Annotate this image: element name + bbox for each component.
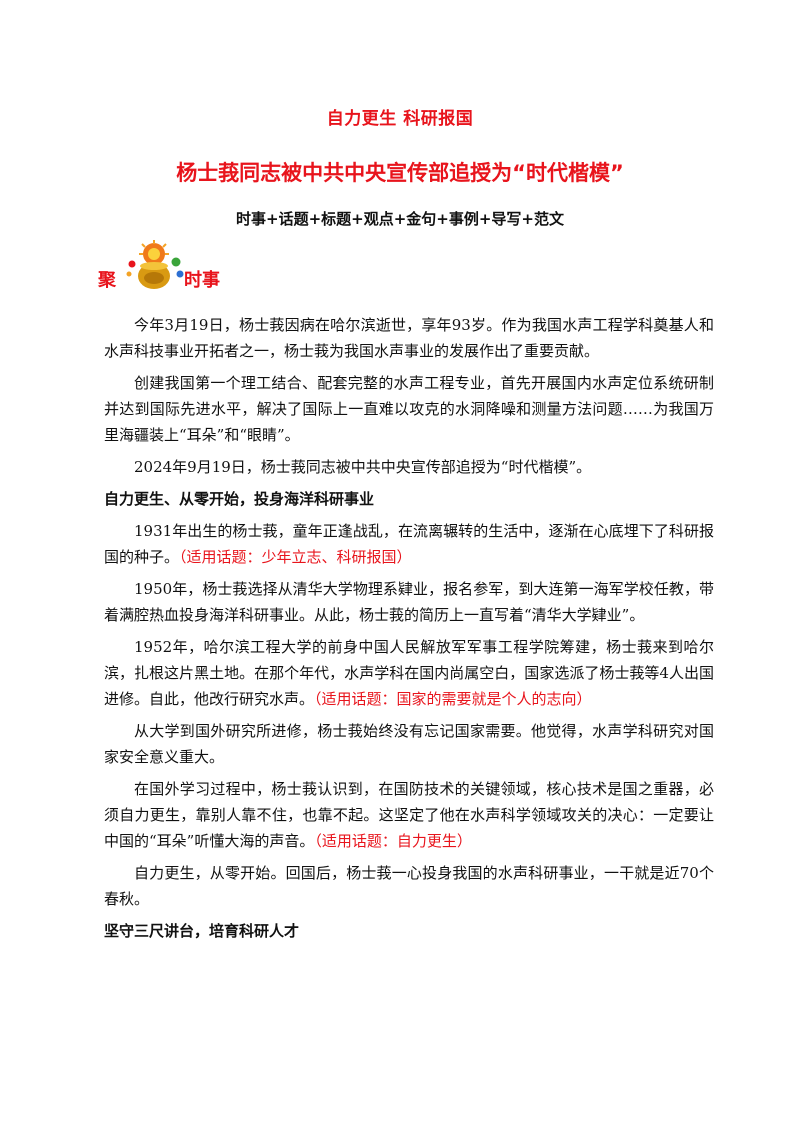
article-title: 杨士莪同志被中共中央宣传部追授为“时代楷模”	[176, 161, 624, 185]
paragraph: 自力更生，从零开始。回国后，杨士莪一心投身我国的水声科研事业，一干就是近70个春…	[104, 860, 714, 912]
paragraph-text: 1952年，哈尔滨工程大学的前身中国人民解放军军事工程学院筹建，杨士莪来到哈尔滨…	[104, 638, 714, 708]
paragraph-text: 1950年，杨士莪选择从清华大学物理系肄业，报名参军，到大连第一海军学校任教，带…	[104, 580, 714, 624]
paragraph: 创建我国第一个理工结合、配套完整的水声工程专业，首先开展国内水声定位系统研制并达…	[104, 370, 714, 448]
topic-note: （适用话题：少年立志、科研报国）	[179, 548, 412, 566]
paragraph: 2024年9月19日，杨士莪同志被中共中央宣传部追授为“时代楷模”。	[104, 454, 714, 480]
golden-pot-icon	[126, 240, 184, 289]
topic-note: （适用话题：自力更生）	[314, 832, 472, 850]
paragraph: 从大学到国外研究所进修，杨士莪始终没有忘记国家需要。他觉得，水声学科研究对国家安…	[104, 718, 714, 770]
paragraph: 今年3月19日，杨士莪因病在哈尔滨逝世，享年93岁。作为我国水声工程学科奠基人和…	[104, 312, 714, 364]
topic-note: （适用话题：国家的需要就是个人的志向）	[314, 690, 592, 708]
paragraph: 1950年，杨士莪选择从清华大学物理系肄业，报名参军，到大连第一海军学校任教，带…	[104, 576, 714, 628]
section-heading-char: 聚	[98, 270, 116, 291]
paragraph: 在国外学习过程中，杨士莪认识到，在国防技术的关键领域，核心技术是国之重器，必须自…	[104, 776, 714, 854]
paragraph: 1952年，哈尔滨工程大学的前身中国人民解放军军事工程学院筹建，杨士莪来到哈尔滨…	[104, 634, 714, 712]
section-heading-label: 时事	[184, 270, 220, 291]
article-subtitle: 时事+话题+标题+观点+金句+事例+导写+范文	[236, 210, 564, 228]
section-heading: 聚 时事	[98, 240, 298, 300]
header-title: 自力更生 科研报国	[326, 109, 474, 129]
subheading: 坚守三尺讲台，培育科研人才	[104, 922, 300, 940]
paragraph: 1931年出生的杨士莪，童年正逢战乱，在流离辗转的生活中，逐渐在心底埋下了科研报…	[104, 518, 714, 570]
subheading: 自力更生、从零开始，投身海洋科研事业	[104, 490, 375, 508]
paragraph-text: 1931年出生的杨士莪，童年正逢战乱，在流离辗转的生活中，逐渐在心底埋下了科研报…	[104, 522, 714, 566]
paragraph-text: 从大学到国外研究所进修，杨士莪始终没有忘记国家需要。他觉得，水声学科研究对国家安…	[104, 722, 714, 766]
paragraph-text: 在国外学习过程中，杨士莪认识到，在国防技术的关键领域，核心技术是国之重器，必须自…	[104, 780, 714, 850]
paragraph-text: 今年3月19日，杨士莪因病在哈尔滨逝世，享年93岁。作为我国水声工程学科奠基人和…	[104, 316, 714, 360]
paragraph-text: 创建我国第一个理工结合、配套完整的水声工程专业，首先开展国内水声定位系统研制并达…	[104, 374, 714, 444]
paragraph-text: 2024年9月19日，杨士莪同志被中共中央宣传部追授为“时代楷模”。	[134, 458, 592, 476]
article-body: 今年3月19日，杨士莪因病在哈尔滨逝世，享年93岁。作为我国水声工程学科奠基人和…	[104, 312, 714, 950]
paragraph-text: 自力更生，从零开始。回国后，杨士莪一心投身我国的水声科研事业，一干就是近70个春…	[104, 864, 714, 908]
